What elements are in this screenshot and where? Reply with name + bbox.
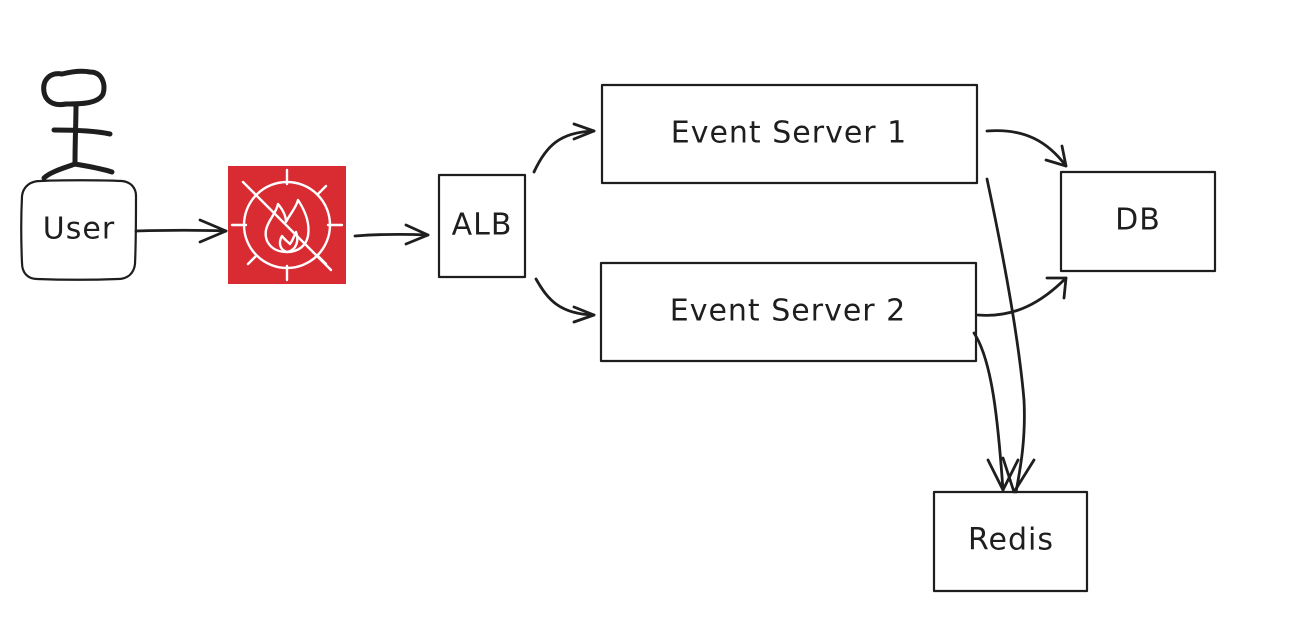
event-server-2-node[interactable]: Event Server 2: [599, 261, 978, 363]
stick-figure-icon: [41, 68, 115, 181]
user-label: User: [43, 212, 115, 247]
event-server-1-node[interactable]: Event Server 1: [600, 83, 979, 185]
event-server-1-label: Event Server 1: [671, 116, 907, 151]
db-label: DB: [1115, 203, 1161, 238]
edge-event-server-2-to-db: [976, 276, 1068, 317]
alb-label: ALB: [452, 208, 513, 243]
redis-label: Redis: [968, 523, 1054, 558]
edge-waf-to-alb: [353, 223, 430, 246]
db-node[interactable]: DB: [1059, 170, 1217, 273]
alb-node[interactable]: ALB: [437, 173, 527, 279]
edge-alb-to-event-server-2: [534, 277, 596, 324]
edge-alb-to-event-server-1: [532, 122, 596, 174]
waf-firewall-icon[interactable]: [228, 166, 346, 284]
edge-event-server-1-to-db: [985, 129, 1068, 168]
redis-node[interactable]: Redis: [932, 490, 1089, 593]
edge-user-to-waf: [134, 218, 228, 244]
user-node[interactable]: User: [20, 179, 138, 281]
event-server-2-label: Event Server 2: [670, 294, 906, 329]
edge-event-server-1-to-redis: [985, 177, 1036, 494]
edge-event-server-2-to-redis: [972, 331, 1020, 492]
